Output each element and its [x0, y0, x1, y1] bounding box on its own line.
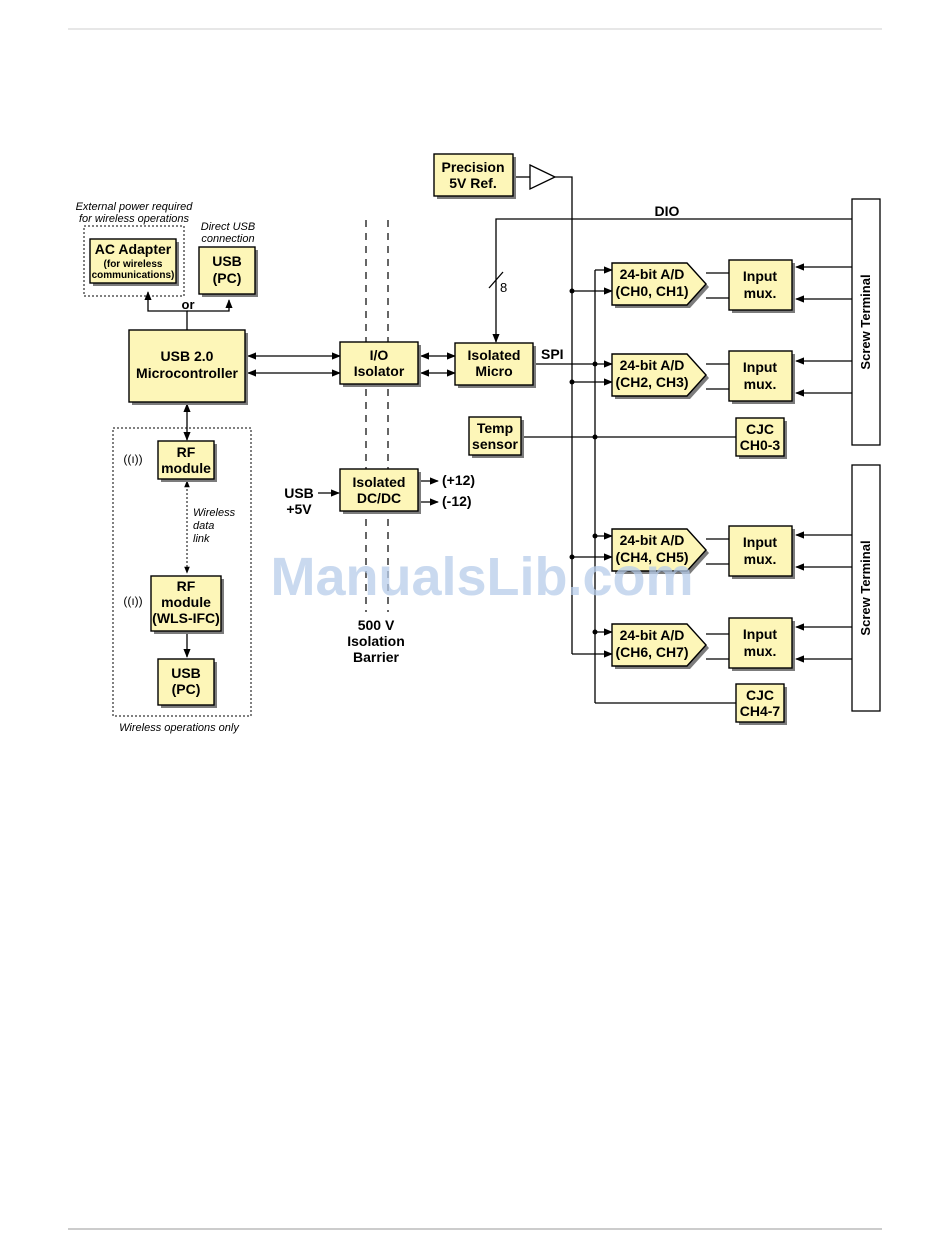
barrier-label-3: Barrier: [353, 649, 399, 665]
svg-text:mux.: mux.: [744, 376, 777, 392]
svg-text:RF: RF: [177, 444, 196, 460]
svg-text:DC/DC: DC/DC: [357, 490, 401, 506]
plus-12-label: (+12): [442, 472, 475, 488]
input-mux-block-2: Input mux.: [728, 350, 795, 404]
rf-module-block: RF module: [157, 440, 217, 482]
wireless-region: [112, 427, 252, 717]
input-mux-block-3: Input mux.: [728, 525, 795, 579]
usb-5v-label-1: USB: [284, 485, 314, 501]
svg-text:sensor: sensor: [472, 436, 518, 452]
wireless-only-label: Wireless operations only: [119, 722, 240, 734]
svg-text:Temp: Temp: [477, 420, 513, 436]
svg-text:(PC): (PC): [172, 681, 201, 697]
wireless-link-label-1: Wireless: [193, 507, 236, 519]
svg-text:5V Ref.: 5V Ref.: [449, 175, 496, 191]
isolated-micro-block: Isolated Micro: [454, 342, 536, 388]
input-mux-block-1: Input mux.: [728, 259, 795, 313]
svg-text:Isolated: Isolated: [353, 474, 406, 490]
antenna-icon-wls: ((ı)): [123, 594, 142, 608]
wireless-link-label-3: link: [193, 533, 210, 545]
wireless-link-label-2: data: [193, 520, 214, 532]
isolated-dcdc-block: Isolated DC/DC: [339, 468, 421, 514]
svg-text:mux.: mux.: [744, 285, 777, 301]
usb-pc-bottom-block: USB (PC): [157, 658, 217, 708]
svg-text:(PC): (PC): [213, 270, 242, 286]
svg-text:(CH2, CH3): (CH2, CH3): [615, 374, 688, 390]
svg-text:(for wireless: (for wireless: [104, 259, 163, 270]
external-power-region: [83, 225, 185, 297]
svg-text:I/O: I/O: [370, 347, 389, 363]
reference-buffer-icon: [529, 163, 557, 191]
adc-block-ch0-ch1: 24-bit A/D (CH0, CH1): [611, 262, 709, 308]
temp-sensor-block: Temp sensor: [468, 416, 524, 458]
or-label: or: [182, 297, 195, 312]
cjc-ch0-3-block: CJC CH0-3: [735, 417, 787, 459]
barrier-label-1: 500 V: [358, 617, 395, 633]
usb-microcontroller-block: USB 2.0 Microcontroller: [128, 329, 248, 405]
direct-usb-label-1: Direct USB: [201, 221, 255, 233]
svg-text:24-bit A/D: 24-bit A/D: [620, 627, 685, 643]
external-power-label-1: External power required: [76, 201, 194, 213]
cjc-ch4-7-block: CJC CH4-7: [735, 683, 787, 725]
antenna-icon: ((ı)): [123, 452, 142, 466]
svg-text:Screw Terminal: Screw Terminal: [858, 274, 873, 369]
svg-text:(CH4, CH5): (CH4, CH5): [615, 549, 688, 565]
adc-block-ch4-ch5: 24-bit A/D (CH4, CH5): [611, 528, 709, 574]
spi-label: SPI: [541, 346, 564, 362]
svg-text:communications): communications): [92, 270, 175, 281]
svg-text:mux.: mux.: [744, 551, 777, 567]
svg-text:USB: USB: [171, 665, 201, 681]
external-power-label-2: for wireless operations: [79, 213, 190, 225]
svg-text:Input: Input: [743, 359, 778, 375]
svg-text:Microcontroller: Microcontroller: [136, 365, 238, 381]
barrier-label-2: Isolation: [347, 633, 405, 649]
watermark: ManualsLib.com: [270, 547, 693, 607]
ac-adapter-block: AC Adapter (for wireless communications): [89, 238, 179, 286]
svg-text:Input: Input: [743, 626, 778, 642]
svg-text:Micro: Micro: [475, 363, 512, 379]
svg-text:Input: Input: [743, 268, 778, 284]
svg-text:(CH0, CH1): (CH0, CH1): [615, 283, 688, 299]
svg-text:Isolator: Isolator: [354, 363, 405, 379]
svg-text:Screw Terminal: Screw Terminal: [858, 540, 873, 635]
bus-width-label: 8: [500, 280, 507, 295]
io-isolator-block: I/O Isolator: [339, 341, 421, 387]
svg-text:Precision: Precision: [441, 159, 504, 175]
svg-text:mux.: mux.: [744, 643, 777, 659]
svg-text:(CH6, CH7): (CH6, CH7): [615, 644, 688, 660]
svg-text:CH4-7: CH4-7: [740, 703, 781, 719]
svg-text:module: module: [161, 594, 211, 610]
dio-label: DIO: [655, 203, 680, 219]
adc-block-ch6-ch7: 24-bit A/D (CH6, CH7): [611, 623, 709, 669]
svg-text:CJC: CJC: [746, 687, 774, 703]
screw-terminal-top: Screw Terminal: [851, 198, 881, 446]
svg-text:Isolated: Isolated: [468, 347, 521, 363]
minus-12-label: (-12): [442, 493, 472, 509]
svg-text:USB 2.0: USB 2.0: [161, 348, 214, 364]
precision-reference-block: Precision 5V Ref.: [433, 153, 516, 199]
direct-usb-label-2: connection: [201, 233, 254, 245]
svg-text:CJC: CJC: [746, 421, 774, 437]
svg-text:module: module: [161, 460, 211, 476]
svg-text:Input: Input: [743, 534, 778, 550]
usb-pc-top-block: USB (PC): [198, 246, 258, 297]
usb-5v-label-2: +5V: [286, 501, 312, 517]
svg-text:(WLS-IFC): (WLS-IFC): [152, 610, 220, 626]
adc-block-ch2-ch3: 24-bit A/D (CH2, CH3): [611, 353, 709, 399]
svg-text:24-bit A/D: 24-bit A/D: [620, 266, 685, 282]
connections: [144, 176, 852, 704]
svg-text:24-bit A/D: 24-bit A/D: [620, 357, 685, 373]
rf-module-wls-block: RF module (WLS-IFC): [150, 575, 224, 634]
input-mux-block-4: Input mux.: [728, 617, 795, 671]
svg-text:CH0-3: CH0-3: [740, 437, 781, 453]
svg-text:AC Adapter: AC Adapter: [95, 241, 172, 257]
junction-dots: [569, 288, 598, 635]
svg-text:RF: RF: [177, 578, 196, 594]
svg-text:USB: USB: [212, 253, 242, 269]
svg-text:24-bit A/D: 24-bit A/D: [620, 532, 685, 548]
screw-terminal-bottom: Screw Terminal: [851, 464, 881, 712]
